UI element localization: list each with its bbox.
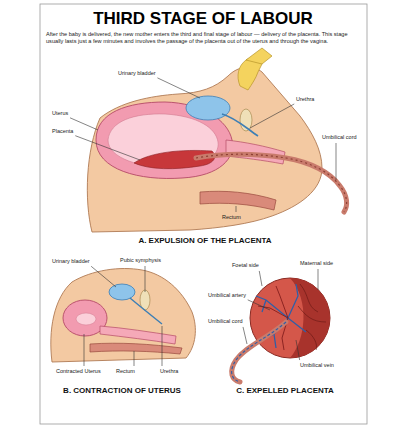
leader-line <box>243 327 247 344</box>
part-label: Umbilical cord <box>208 318 243 325</box>
part-label: Rectum <box>222 214 241 221</box>
leader-line <box>318 269 319 290</box>
part-label: Urethra <box>296 96 314 103</box>
panel-caption: B. CONTRACTION OF UTERUS <box>63 386 181 395</box>
cord-vessels <box>232 322 286 382</box>
part-label: Pubic symphysis <box>120 257 161 264</box>
glove-wrist <box>246 48 272 64</box>
leader-line <box>248 300 270 310</box>
leader-line <box>162 326 163 366</box>
cord-twist <box>196 154 347 212</box>
leader-line <box>336 143 337 180</box>
part-label: Maternal side <box>300 260 333 267</box>
umbilical-cord <box>196 154 347 212</box>
body-section <box>51 269 196 363</box>
part-label: Urethra <box>160 368 178 375</box>
part-label: Placenta <box>52 128 73 135</box>
part-label: Rectum <box>116 368 135 375</box>
leader-line <box>134 351 135 366</box>
leader-line <box>259 271 262 286</box>
part-label: Umbilical vein <box>300 362 334 369</box>
body-section <box>87 67 322 232</box>
rectum <box>200 191 276 210</box>
panel-caption: C. EXPELLED PLACENTA <box>236 386 334 395</box>
leader-line <box>236 206 237 212</box>
leader-line <box>75 136 140 160</box>
panel-caption: A. EXPULSION OF THE PLACENTA <box>138 236 271 245</box>
placenta <box>134 150 215 168</box>
urinary-bladder <box>109 284 135 300</box>
leader-line <box>84 334 85 366</box>
cotyledon-lines <box>298 284 326 350</box>
vagina <box>100 326 176 344</box>
panel-a-figure <box>87 48 346 232</box>
leader-line <box>250 104 294 128</box>
urinary-bladder <box>186 96 230 120</box>
intro-text: After the baby is delivered, the new mot… <box>46 31 362 45</box>
part-label: Urinary bladder <box>118 70 156 77</box>
leader-line <box>157 78 200 98</box>
urethra <box>130 298 162 324</box>
rectum <box>90 343 182 354</box>
leader-line <box>145 266 146 292</box>
maternal-surface <box>290 278 330 358</box>
leader-line <box>91 266 116 287</box>
title: THIRD STAGE OF LABOUR <box>93 9 313 28</box>
part-label: Foetal side <box>232 262 259 269</box>
part-label: Contracted Uterus <box>56 368 101 375</box>
part-label: Uterus <box>52 110 68 117</box>
poster-frame <box>40 4 367 424</box>
urethra <box>222 114 258 136</box>
leader-line <box>70 118 98 130</box>
uterine-cavity <box>76 313 96 325</box>
part-label: Urinary bladder <box>52 258 90 265</box>
umbilical-cord <box>232 322 286 382</box>
leader-line <box>296 340 300 360</box>
panel-b-figure <box>51 269 196 363</box>
part-label: Umbilical cord <box>322 134 357 141</box>
part-label: Umbilical artery <box>208 292 246 299</box>
